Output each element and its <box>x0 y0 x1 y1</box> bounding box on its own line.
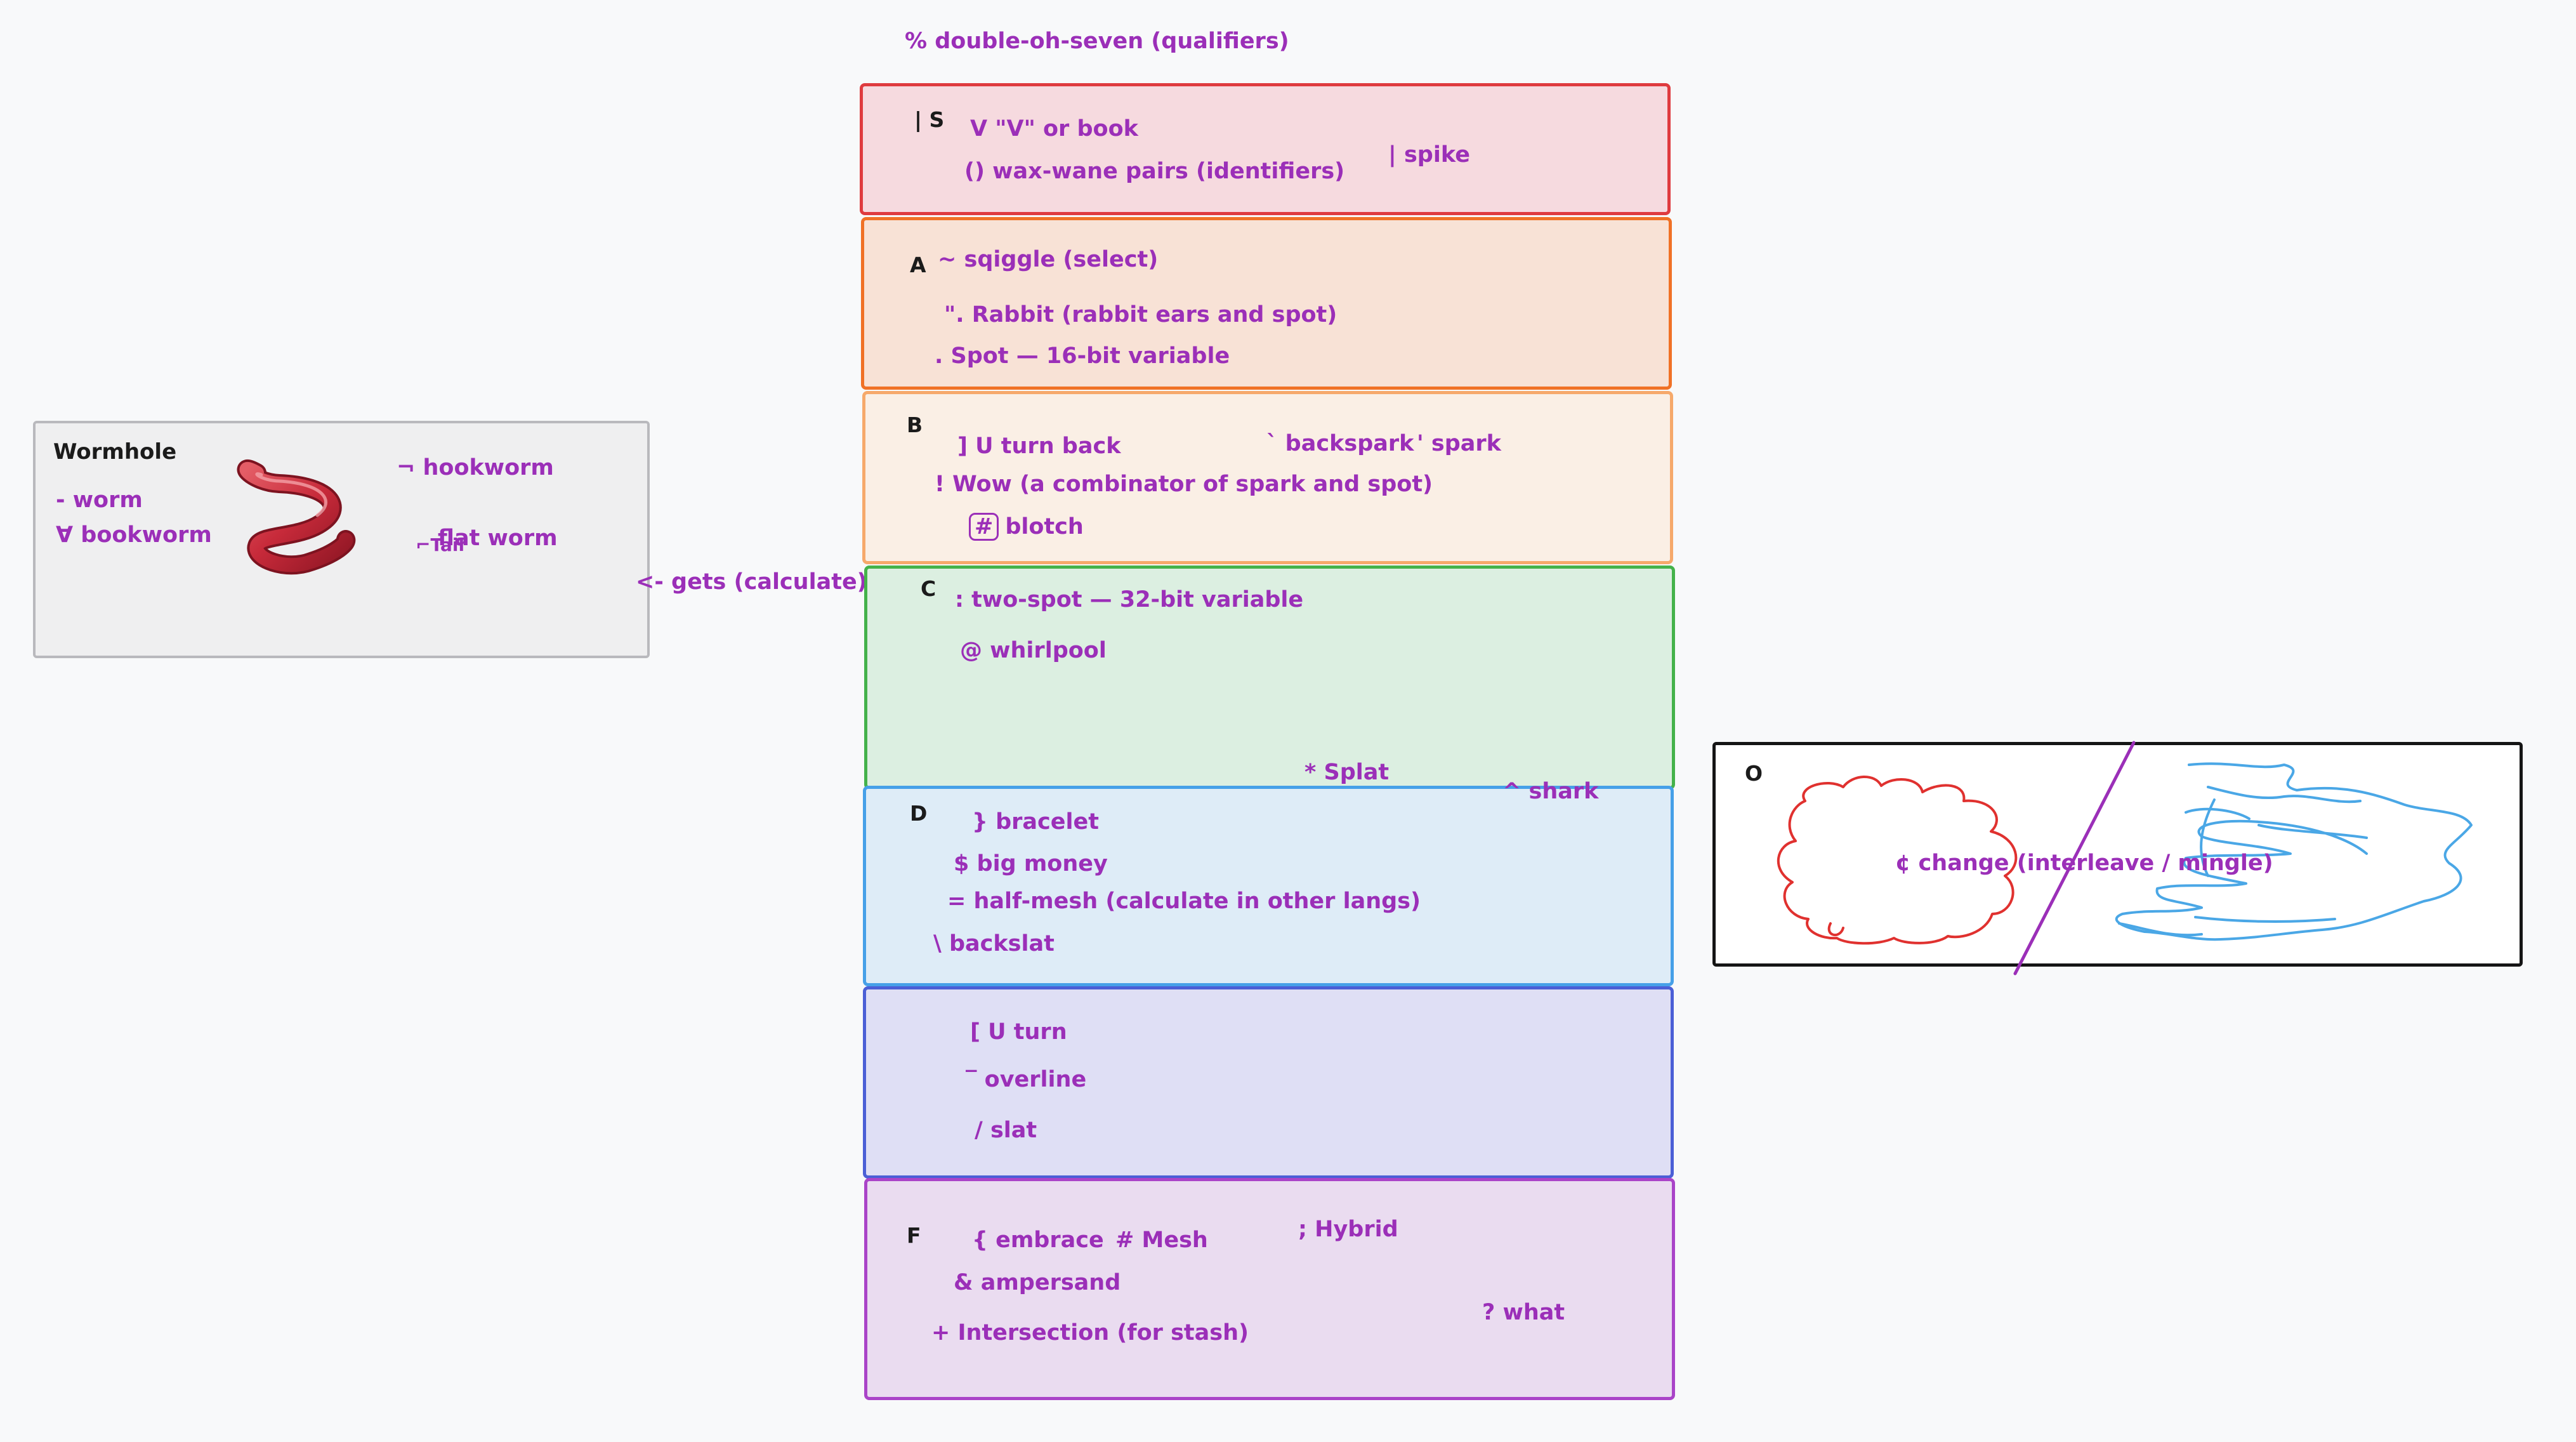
embrace-item: { embrace <box>972 1227 1104 1253</box>
bracelet-item: } bracelet <box>972 809 1099 835</box>
red-cloud-scribble <box>1777 776 2018 945</box>
band-e[interactable] <box>863 986 1674 1179</box>
intersection-item: + Intersection (for stash) <box>931 1320 1249 1346</box>
gets-calculate-label: <- gets (calculate) <box>636 569 867 595</box>
sqiggle-item: ~ sqiggle (select) <box>938 247 1159 272</box>
shark-item: ^ shark <box>1502 779 1599 804</box>
wax-wane-item: () wax-wane pairs (identifiers) <box>964 159 1345 184</box>
band-f-label: F <box>907 1223 921 1248</box>
half-mesh-item: = half-mesh (calculate in other langs) <box>947 889 1421 914</box>
o-panel-label: O <box>1745 761 1763 786</box>
tail-item: ⌐Tail <box>416 534 465 555</box>
overline-item: ‾ overline <box>966 1067 1087 1092</box>
u-turn-item: [ U turn <box>970 1019 1067 1045</box>
backspark-item: ` backspark <box>1266 431 1414 456</box>
spot-item: . Spot — 16-bit variable <box>935 343 1230 369</box>
blue-scribble <box>2115 762 2473 941</box>
band-b-label: B <box>907 413 923 437</box>
spark-item: ' spark <box>1417 431 1501 456</box>
band-s-label: | S <box>914 107 945 132</box>
two-spot-item: : two-spot — 32-bit variable <box>955 587 1304 612</box>
o-panel[interactable] <box>1712 742 2523 967</box>
change-item: ¢ change (interleave / mingle) <box>1895 850 2273 876</box>
what-item: ? what <box>1482 1300 1565 1325</box>
spike-item: | spike <box>1388 142 1470 168</box>
big-money-item: $ big money <box>954 851 1108 876</box>
wormhole-title: Wormhole <box>53 439 177 465</box>
band-s[interactable] <box>860 83 1671 215</box>
hybrid-item: ; Hybrid <box>1298 1217 1398 1242</box>
band-d-label: D <box>910 801 928 826</box>
band-d[interactable] <box>863 786 1674 986</box>
backslat-item: \ backslat <box>933 931 1055 956</box>
hookworm-item: ¬ hookworm <box>397 455 554 480</box>
slat-item: / slat <box>975 1118 1037 1143</box>
mesh-item: # Mesh <box>1115 1227 1208 1253</box>
page-title: % double-oh-seven (qualifiers) <box>905 29 1289 54</box>
band-a-label: A <box>910 253 926 277</box>
wow-item: ! Wow (a combinator of spark and spot) <box>935 472 1433 497</box>
blotch-item: #blotch <box>969 513 1084 541</box>
blotch-label: blotch <box>1005 514 1084 539</box>
band-a[interactable] <box>861 217 1672 390</box>
band-c[interactable] <box>864 566 1675 790</box>
purple-divider-line <box>2013 741 2136 976</box>
u-turn-back-item: ] U turn back <box>957 433 1121 459</box>
band-f[interactable] <box>864 1178 1675 1400</box>
bookworm-item: ∀ bookworm <box>56 522 212 548</box>
worm-item: - worm <box>56 487 143 513</box>
band-c-label: C <box>921 576 936 601</box>
v-or-book-item: V "V" or book <box>970 116 1138 142</box>
ampersand-item: & ampersand <box>954 1270 1121 1295</box>
flat-worm-item: flat worm <box>438 526 558 551</box>
whirlpool-item: @ whirlpool <box>960 638 1107 663</box>
splat-item: * Splat <box>1304 760 1390 785</box>
rabbit-item: ". Rabbit (rabbit ears and spot) <box>944 302 1337 327</box>
blotch-symbol: # <box>969 513 999 541</box>
